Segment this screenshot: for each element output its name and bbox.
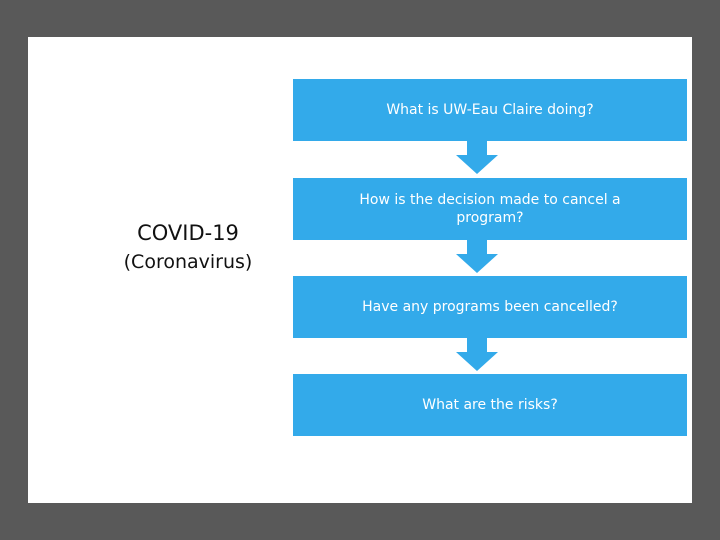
title-covid: COVID-19	[137, 221, 239, 245]
flow-step-2-label: How is the decision made to cancel a pro…	[359, 192, 621, 226]
flow-step-3-label: Have any programs been cancelled?	[362, 299, 618, 315]
down-arrow-icon	[456, 141, 498, 174]
flow-step-1-label: What is UW-Eau Claire doing?	[386, 102, 594, 118]
title-coronavirus: (Coronavirus)	[123, 251, 253, 273]
flow-step-2: How is the decision made to cancel a pro…	[293, 178, 687, 240]
down-arrow-icon	[456, 240, 498, 273]
down-arrow-icon	[456, 338, 498, 371]
flow-step-4: What are the risks?	[293, 374, 687, 436]
flow-step-3: Have any programs been cancelled?	[293, 276, 687, 338]
slide-canvas: COVID-19 (Coronavirus) What is UW-Eau Cl…	[28, 37, 692, 503]
flow-step-4-label: What are the risks?	[422, 397, 558, 413]
flow-step-1: What is UW-Eau Claire doing?	[293, 79, 687, 141]
slide-title: COVID-19 (Coronavirus)	[88, 218, 288, 276]
